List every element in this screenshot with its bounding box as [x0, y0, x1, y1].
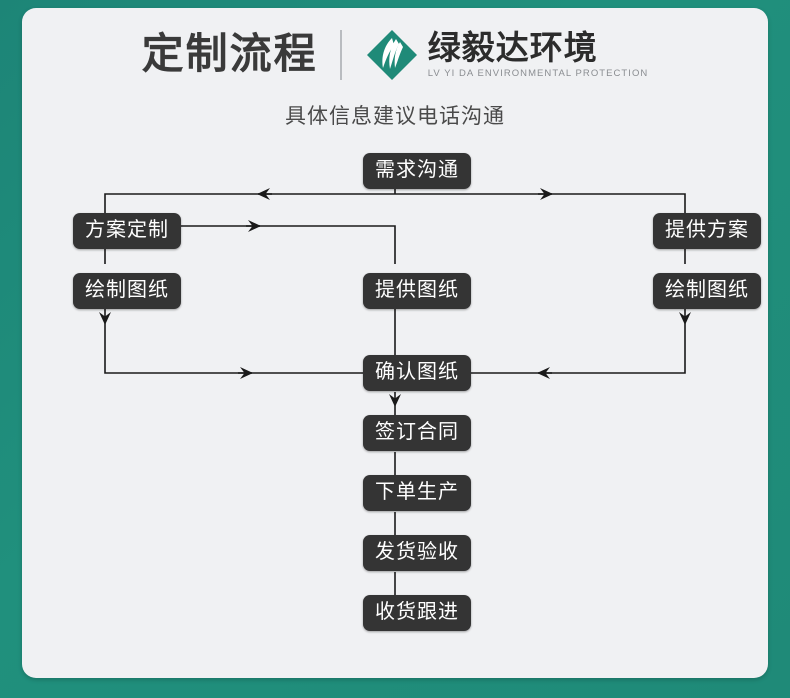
flow-node-draw-provide[interactable]: 提供图纸 [363, 273, 471, 309]
flow-node-plan-custom[interactable]: 方案定制 [73, 213, 181, 249]
customization-flowchart: 需求沟通 方案定制 提供方案 绘制图纸 提供图纸 绘制图纸 确认图纸 签订合同 … [22, 8, 768, 678]
flow-node-receive-follow[interactable]: 收货跟进 [363, 595, 471, 631]
line-demand-to-right-col [395, 193, 686, 204]
brand-name-cn: 绿毅达环境 [427, 28, 598, 66]
brand-text-block: 绿毅达环境 LV YI DA ENVIRONMENTAL PROTECTION [427, 28, 649, 80]
flow-node-sign-contract[interactable]: 签订合同 [363, 415, 471, 451]
line-demand-to-left-col [104, 193, 395, 204]
lvyida-leaf-diamond-icon [364, 27, 420, 83]
title-row: 定制流程 绿毅达环境 LV YI DA ENVIRONMENTAL PROT [22, 24, 768, 86]
brand-logo: 绿毅达环境 LV YI DA ENVIRONMENTAL PROTECTION [364, 27, 649, 83]
page-title: 定制流程 [141, 29, 318, 77]
page-subtitle: 具体信息建议电话沟通 [285, 105, 505, 128]
flow-node-demand[interactable]: 需求沟通 [363, 153, 471, 189]
content-panel: 定制流程 绿毅达环境 LV YI DA ENVIRONMENTAL PROT [22, 8, 768, 678]
line-left-col-to-confirm [104, 324, 382, 374]
flow-node-ship-accept[interactable]: 发货验收 [363, 535, 471, 571]
flow-node-order-produce[interactable]: 下单生产 [363, 475, 471, 511]
title-divider [339, 30, 342, 80]
flow-node-draw-right[interactable]: 绘制图纸 [653, 273, 761, 309]
flow-node-plan-provide[interactable]: 提供方案 [653, 213, 761, 249]
flow-node-draw-left[interactable]: 绘制图纸 [73, 273, 181, 309]
page-header: 定制流程 绿毅达环境 LV YI DA ENVIRONMENTAL PROT [22, 24, 768, 134]
line-plancustom-to-drawprovide [172, 225, 396, 264]
flow-connector-lines [99, 181, 691, 606]
flow-node-confirm-draw[interactable]: 确认图纸 [363, 355, 471, 391]
line-right-col-to-confirm [452, 324, 686, 374]
brand-name-en: LV YI DA ENVIRONMENTAL PROTECTION [427, 68, 649, 80]
